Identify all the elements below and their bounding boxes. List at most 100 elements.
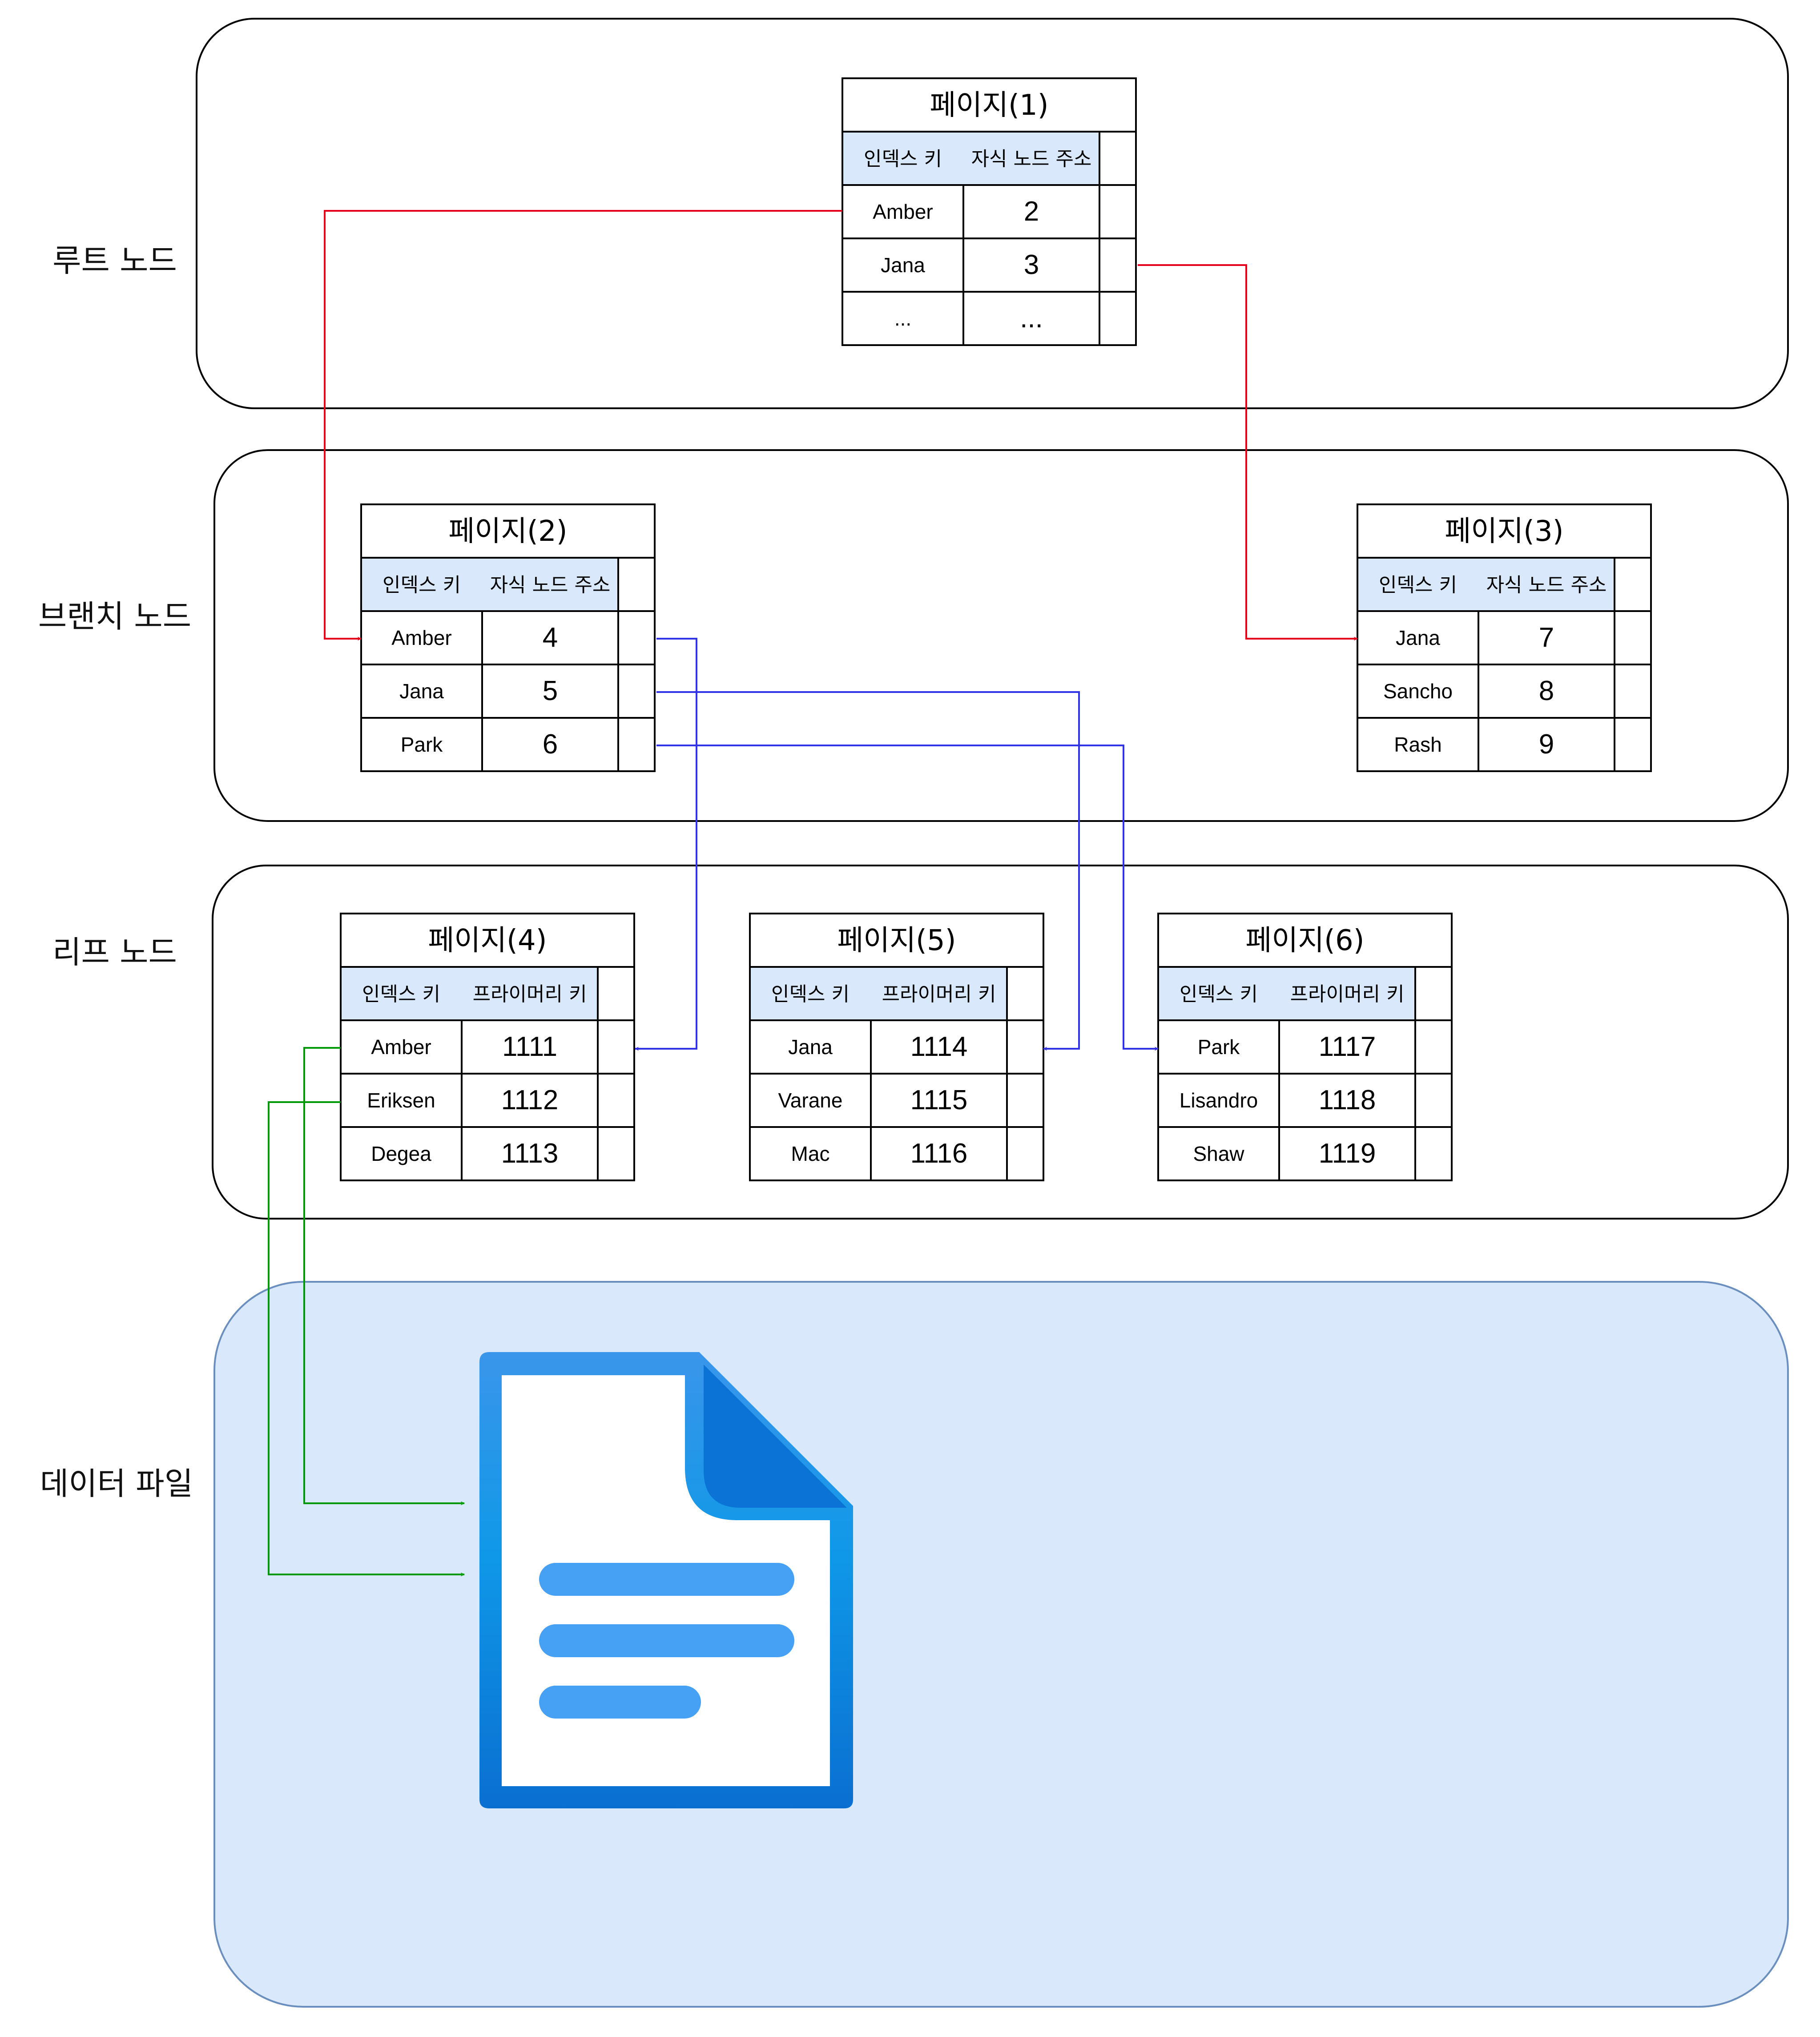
lane-label-branch: 브랜치 노드	[38, 598, 191, 635]
page-title-cell	[360, 503, 656, 559]
value-cell	[962, 184, 1100, 239]
row-value: 1117	[1319, 1031, 1376, 1062]
row-value: 1119	[1319, 1138, 1376, 1169]
value-cell	[962, 291, 1100, 346]
value-cell	[870, 1126, 1008, 1181]
index-key: Sancho	[1383, 680, 1453, 703]
row-value: 3	[1024, 250, 1039, 280]
key-cell	[1157, 1126, 1280, 1181]
document-line-1	[539, 1563, 794, 1596]
value-cell	[1478, 717, 1615, 772]
row-value: 7	[1539, 622, 1554, 653]
column-header-index-key: 인덱스 키	[383, 574, 461, 596]
row-value: 9	[1539, 729, 1554, 760]
value-cell	[1478, 610, 1615, 665]
pointer-cell	[1006, 1126, 1044, 1181]
pointer-cell	[1614, 664, 1652, 719]
key-cell	[749, 1126, 872, 1181]
row-value: 5	[543, 676, 558, 706]
pointer-cell	[1006, 1073, 1044, 1128]
key-cell	[1157, 1073, 1280, 1128]
header-row	[1157, 966, 1416, 1021]
link-root-amber-to-page2	[324, 210, 842, 641]
key-cell	[1357, 664, 1479, 719]
row-value: 8	[1539, 676, 1554, 706]
pointer-cell	[597, 1073, 635, 1128]
value-cell	[481, 610, 619, 665]
value-cell	[962, 238, 1100, 293]
pointer-cell	[617, 664, 656, 719]
header-row	[749, 966, 1008, 1021]
row-value: ...	[1020, 303, 1043, 334]
pointer-cell	[597, 1126, 635, 1181]
document-line-3	[539, 1686, 701, 1719]
column-header-index-key: 인덱스 키	[771, 983, 850, 1006]
index-key: Jana	[788, 1035, 833, 1059]
column-header-value: 프라이머리 키	[882, 983, 996, 1006]
index-key: Degea	[371, 1142, 431, 1165]
table-row: Jana 3	[842, 238, 1137, 293]
key-cell	[1157, 1019, 1280, 1075]
pointer-cell	[1414, 1126, 1453, 1181]
lane-label-leaf: 리프 노드	[52, 934, 177, 970]
value-cell	[1278, 1073, 1416, 1128]
table-row: Eriksen 1112	[340, 1073, 635, 1128]
index-key: Amber	[371, 1035, 431, 1059]
pointer-cell	[617, 610, 656, 665]
pointer-cell	[1414, 1073, 1453, 1128]
row-value: 1116	[910, 1138, 968, 1169]
index-key: Amber	[873, 200, 933, 223]
index-key: Jana	[881, 254, 925, 277]
value-cell	[461, 1019, 599, 1075]
link-leaf-amber-to-data-file	[303, 1047, 465, 1506]
index-key: Amber	[391, 626, 451, 649]
page-title-cell	[842, 77, 1137, 133]
pointer-cell	[1099, 184, 1137, 239]
link-branch-park-to-page6	[656, 745, 1159, 1051]
pointer-cell	[1006, 1019, 1044, 1075]
page-title: 페이지(6)	[1245, 924, 1364, 957]
table-row: Varane 1115	[749, 1073, 1044, 1128]
index-key: Park	[401, 733, 443, 756]
value-cell	[461, 1126, 599, 1181]
table-row: Amber 4	[360, 610, 656, 665]
link-root-jana-to-page3	[1138, 264, 1358, 641]
key-cell	[360, 664, 483, 719]
row-value: 1115	[910, 1085, 968, 1115]
page-title: 페이지(5)	[837, 924, 956, 957]
row-value: 1112	[501, 1085, 559, 1115]
table-row: Rash 9	[1357, 717, 1652, 772]
pointer-cell	[597, 1019, 635, 1075]
value-cell	[1478, 664, 1615, 719]
pointer-cell	[1414, 1019, 1453, 1075]
index-key: Varane	[778, 1089, 843, 1112]
key-cell	[340, 1073, 463, 1128]
row-value: 1118	[1319, 1085, 1376, 1115]
header-row	[842, 131, 1100, 186]
table-row: Lisandro 1118	[1157, 1073, 1453, 1128]
pointer-cell	[1099, 238, 1137, 293]
page-title-cell	[749, 913, 1044, 968]
index-key: Rash	[1394, 733, 1442, 756]
index-key: Lisandro	[1180, 1089, 1258, 1112]
value-cell	[1278, 1126, 1416, 1181]
column-header-value: 자식 노드 주소	[1486, 574, 1607, 596]
row-value: 4	[543, 622, 558, 653]
index-key: Eriksen	[367, 1089, 435, 1112]
page-title: 페이지(2)	[448, 515, 567, 548]
column-header-value: 프라이머리 키	[1290, 983, 1405, 1006]
pointer-cell	[1614, 610, 1652, 665]
index-key: ...	[894, 307, 911, 330]
lane-label-root: 루트 노드	[52, 242, 177, 279]
page-title: 페이지(3)	[1445, 515, 1563, 548]
